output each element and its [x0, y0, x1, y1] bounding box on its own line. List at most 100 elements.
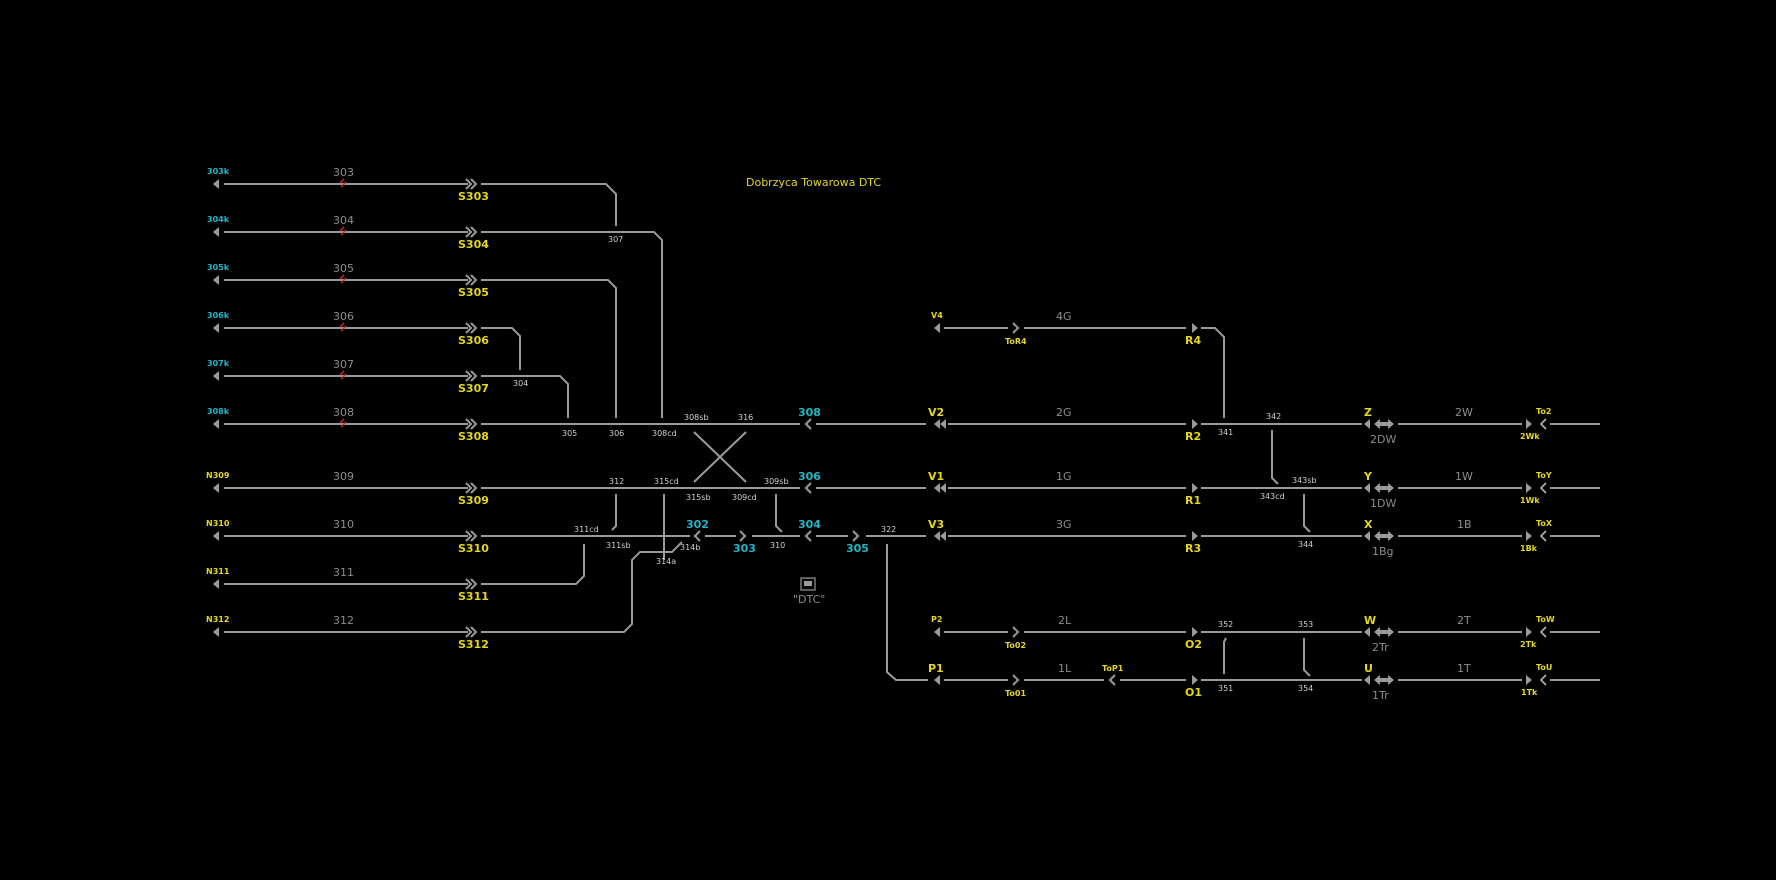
- exit-out-label[interactable]: ToY: [1536, 471, 1552, 480]
- signal-label[interactable]: S308: [458, 430, 489, 443]
- signal-chevron-icon[interactable]: [1539, 482, 1547, 494]
- signal-label[interactable]: R4: [1185, 334, 1201, 347]
- track-segment[interactable]: [1303, 494, 1311, 533]
- switch-label[interactable]: 311sb: [606, 541, 631, 550]
- signal-double-chevron-icon[interactable]: [465, 578, 478, 590]
- switch-label[interactable]: 342: [1266, 412, 1281, 421]
- track-segment[interactable]: [481, 544, 585, 585]
- signal-triangle-icon[interactable]: [1192, 627, 1198, 637]
- signal-triangle-icon[interactable]: [1364, 531, 1370, 541]
- signal-triangle-icon[interactable]: [1526, 531, 1532, 541]
- signal-double-chevron-icon[interactable]: [465, 274, 478, 286]
- line-row-308[interactable]: 308k 308 S308: [207, 406, 489, 443]
- line-row-307[interactable]: 307k 307 S307: [207, 358, 489, 395]
- signal-chevron-icon[interactable]: [1539, 530, 1547, 542]
- station-track-2G[interactable]: V2 2G R2: [928, 406, 1201, 443]
- signal-double-chevron-icon[interactable]: [465, 226, 478, 238]
- exit-signal-label[interactable]: Z: [1364, 406, 1372, 419]
- exit-signal-label[interactable]: U: [1364, 662, 1373, 675]
- exit-U[interactable]: U 1Tr 1T 1Tk ToU: [1364, 662, 1600, 702]
- track-segment[interactable]: [481, 375, 569, 418]
- signal-label[interactable]: R1: [1185, 494, 1201, 507]
- switch-label[interactable]: 322: [881, 525, 896, 534]
- signal-triangle-icon[interactable]: [1526, 627, 1532, 637]
- signal-double-chevron-icon[interactable]: [465, 482, 478, 494]
- signal-triangle-icon[interactable]: [934, 627, 940, 637]
- switch-label[interactable]: 344: [1298, 540, 1313, 549]
- signal-triangle-icon[interactable]: [934, 323, 940, 333]
- line-row-311[interactable]: N311 311 S311: [206, 566, 489, 603]
- block-arrow-icon[interactable]: [1374, 531, 1394, 541]
- monitor-icon[interactable]: [800, 577, 816, 591]
- switch-label[interactable]: 308sb: [684, 413, 709, 422]
- signal-label[interactable]: P1: [928, 662, 944, 675]
- route-signal-label[interactable]: 308: [798, 406, 821, 419]
- track-segment[interactable]: [481, 327, 521, 370]
- switch-label[interactable]: 305: [562, 429, 577, 438]
- signal-double-triangle-icon[interactable]: [934, 419, 946, 429]
- switch-label[interactable]: 306: [609, 429, 624, 438]
- route-signal-label[interactable]: 304: [798, 518, 821, 531]
- signal-label[interactable]: To01: [1005, 689, 1026, 698]
- signal-double-chevron-icon[interactable]: [465, 178, 478, 190]
- station-track-2L[interactable]: P2 To02 2L O2: [931, 614, 1202, 651]
- switch-label[interactable]: 314b: [680, 543, 700, 552]
- switch-label[interactable]: 314a: [656, 557, 676, 566]
- switch-label[interactable]: 309sb: [764, 477, 789, 486]
- exit-outk-label[interactable]: 1Wk: [1520, 496, 1540, 505]
- exit-signal-label[interactable]: Y: [1363, 470, 1373, 483]
- signal-triangle-icon[interactable]: [1192, 531, 1198, 541]
- signal-label[interactable]: S307: [458, 382, 489, 395]
- signal-double-chevron-icon[interactable]: [465, 322, 478, 334]
- signal-triangle-icon[interactable]: [934, 675, 940, 685]
- signal-triangle-icon[interactable]: [1364, 483, 1370, 493]
- signal-chevron-icon[interactable]: [1539, 626, 1547, 638]
- signal-chevron-icon[interactable]: [1108, 674, 1116, 686]
- signal-label[interactable]: V1: [928, 470, 944, 483]
- line-row-310[interactable]: N310 310 S310: [206, 518, 489, 555]
- signal-label[interactable]: R2: [1185, 430, 1201, 443]
- switch-label[interactable]: 315cd: [654, 477, 679, 486]
- signal-chevron-icon[interactable]: [852, 530, 860, 542]
- track-segment[interactable]: [481, 541, 683, 633]
- signal-double-chevron-icon[interactable]: [465, 626, 478, 638]
- signal-double-chevron-icon[interactable]: [465, 530, 478, 542]
- switch-label[interactable]: 311cd: [574, 525, 599, 534]
- route-signal-label[interactable]: 306: [798, 470, 821, 483]
- block-arrow-icon[interactable]: [1374, 419, 1394, 429]
- route-signal-label[interactable]: 303: [733, 542, 756, 555]
- line-row-312[interactable]: N312 312 S312: [206, 614, 489, 651]
- signal-label[interactable]: S306: [458, 334, 489, 347]
- route-signal-label[interactable]: 302: [686, 518, 709, 531]
- track-segment[interactable]: [1303, 638, 1311, 677]
- signal-label[interactable]: ToR4: [1005, 337, 1027, 346]
- signal-triangle-icon[interactable]: [1192, 419, 1198, 429]
- station-track-4G[interactable]: V4 ToR4 4G R4: [931, 310, 1201, 347]
- signal-chevron-icon[interactable]: [1012, 626, 1020, 638]
- signal-triangle-icon[interactable]: [1192, 675, 1198, 685]
- signal-triangle-icon[interactable]: [1526, 483, 1532, 493]
- signal-label[interactable]: S303: [458, 190, 489, 203]
- signal-double-chevron-icon[interactable]: [465, 418, 478, 430]
- track-segment[interactable]: [481, 279, 617, 418]
- switch-label[interactable]: 353: [1298, 620, 1313, 629]
- signal-triangle-icon[interactable]: [1192, 483, 1198, 493]
- signal-triangle-icon[interactable]: [1364, 675, 1370, 685]
- signal-label[interactable]: R3: [1185, 542, 1201, 555]
- signal-label[interactable]: S309: [458, 494, 489, 507]
- signal-label[interactable]: V3: [928, 518, 944, 531]
- signal-label[interactable]: O1: [1185, 686, 1202, 699]
- track-segment[interactable]: [886, 544, 928, 681]
- switch-label[interactable]: 307: [608, 235, 623, 244]
- station-track-1G[interactable]: V1 1G R1: [928, 470, 1201, 507]
- switch-label[interactable]: 309cd: [732, 493, 757, 502]
- line-row-309[interactable]: N309 309 S309: [206, 470, 489, 507]
- track-segment[interactable]: [481, 231, 663, 418]
- line-row-306[interactable]: 306k 306 S306: [207, 310, 489, 347]
- exit-outk-label[interactable]: 2Tk: [1520, 640, 1537, 649]
- signal-chevron-icon[interactable]: [804, 418, 812, 430]
- track-segment[interactable]: [1201, 327, 1225, 418]
- exit-outk-label[interactable]: 1Bk: [1520, 544, 1538, 553]
- route-signal-label[interactable]: 305: [846, 542, 869, 555]
- exit-Z[interactable]: Z 2DW 2W 2Wk To2: [1364, 406, 1600, 446]
